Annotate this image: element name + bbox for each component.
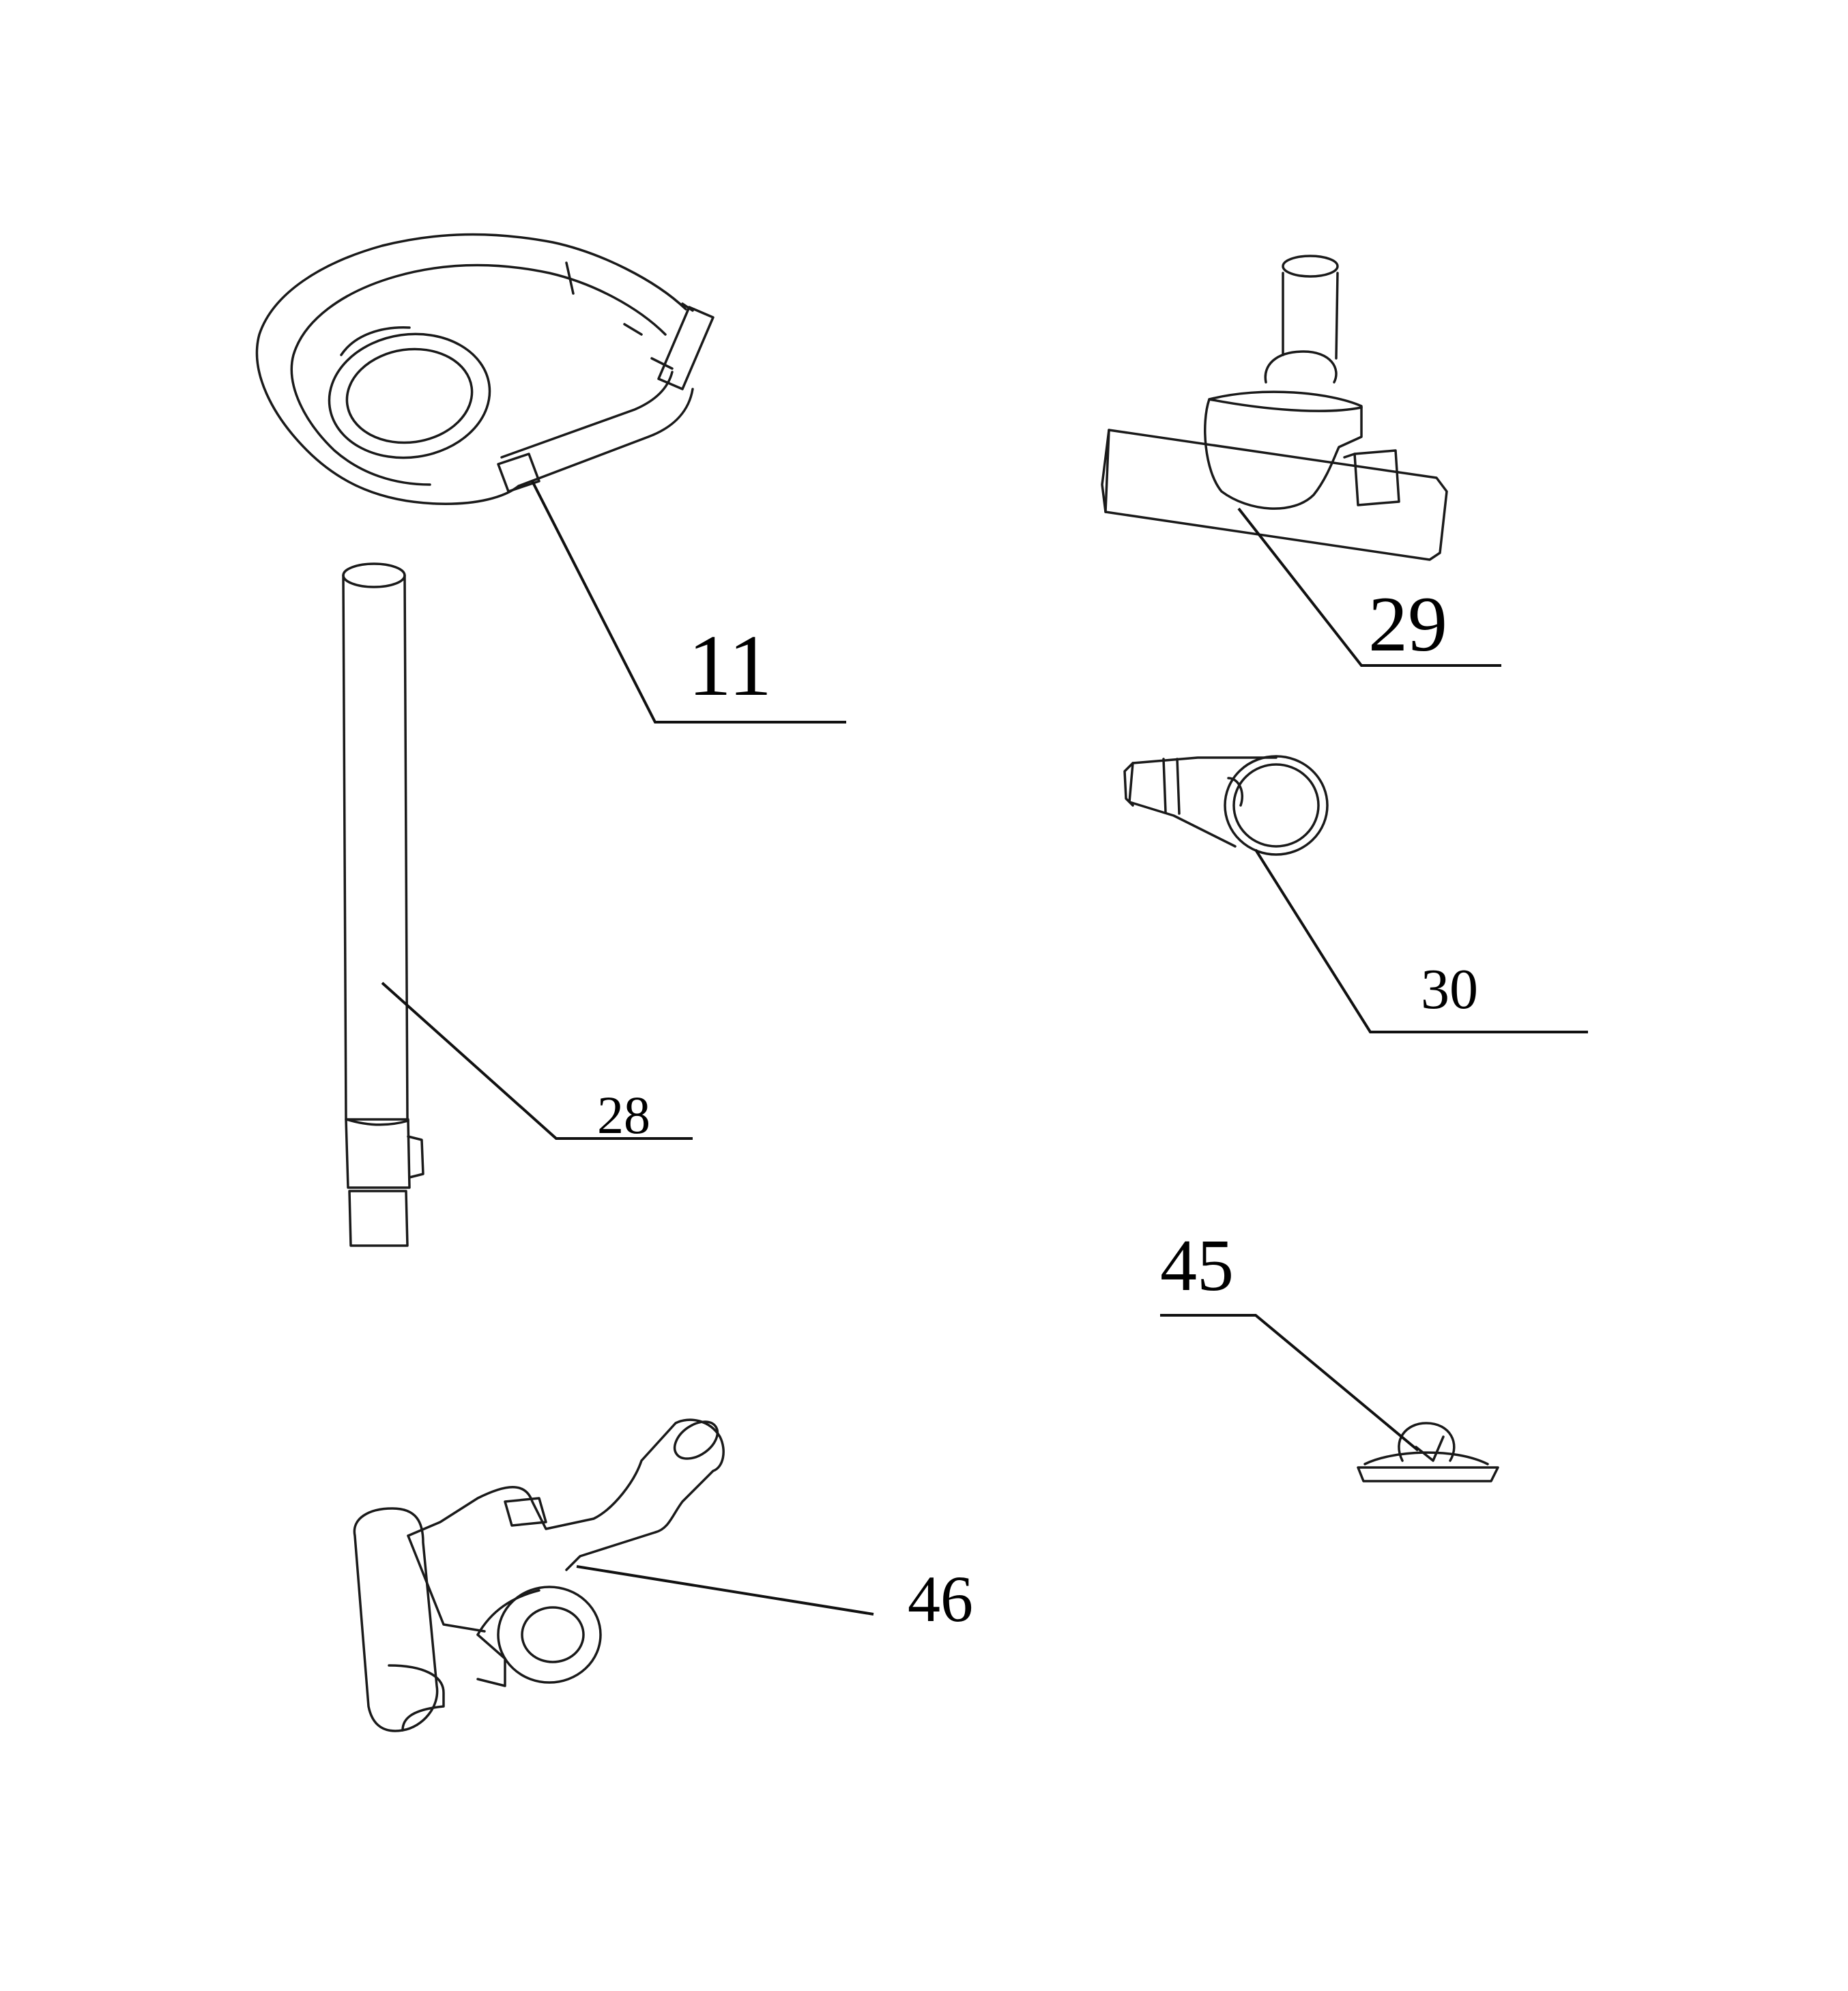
leader-46 (576, 1565, 874, 1616)
leader-45 (1160, 1314, 1419, 1452)
label-11: 11 (688, 617, 772, 714)
wand-tube-icon (342, 562, 424, 1247)
turbo-brush-icon (353, 1418, 725, 1732)
leader-11 (531, 481, 846, 724)
hose-icon (255, 233, 714, 505)
leader-29 (1237, 507, 1501, 667)
label-29: 29 (1368, 581, 1447, 668)
leader-30 (1254, 848, 1588, 1033)
leader-lines (381, 481, 1588, 1616)
label-28: 28 (597, 1085, 650, 1145)
small-brush-icon (1357, 1422, 1499, 1482)
label-30: 30 (1421, 958, 1478, 1021)
label-46: 46 (908, 1562, 973, 1635)
floor-nozzle-icon (1101, 255, 1448, 561)
leader-28 (381, 982, 693, 1140)
crevice-tool-icon (1123, 755, 1329, 856)
label-45: 45 (1160, 1225, 1234, 1306)
